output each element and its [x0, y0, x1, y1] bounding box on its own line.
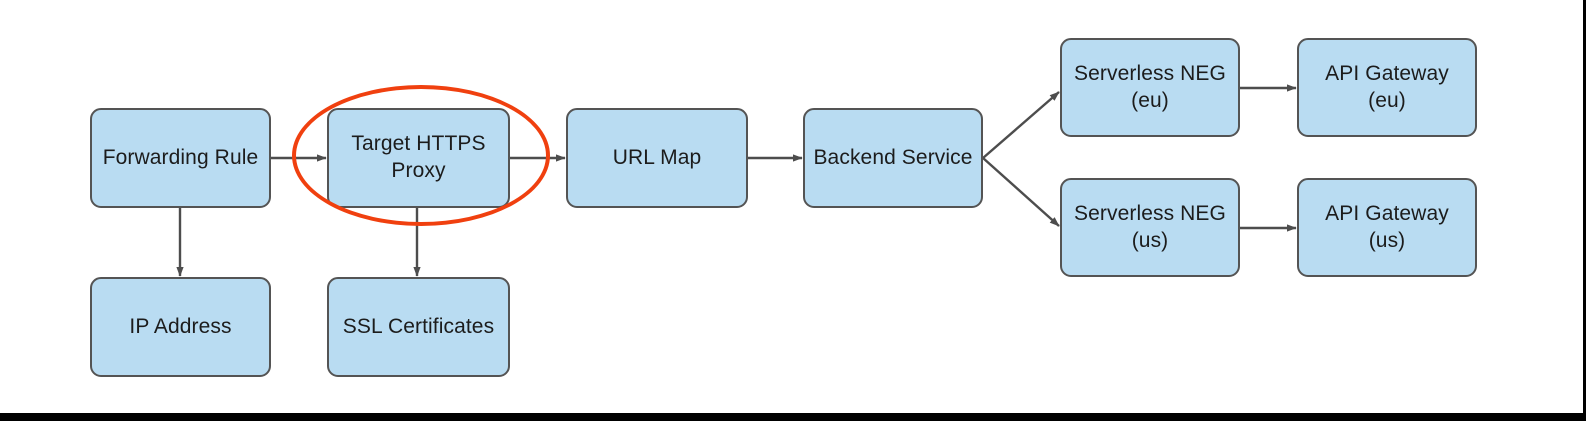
bottom-edge-bar: [0, 413, 1586, 421]
node-serverless-neg-us[interactable]: Serverless NEG (us): [1060, 178, 1240, 277]
node-api-gateway-eu[interactable]: API Gateway (eu): [1297, 38, 1477, 137]
node-ssl-certificates[interactable]: SSL Certificates: [327, 277, 510, 377]
node-ip-address[interactable]: IP Address: [90, 277, 271, 377]
right-edge-bar: [1583, 0, 1586, 421]
node-backend-service[interactable]: Backend Service: [803, 108, 983, 208]
node-forwarding-rule[interactable]: Forwarding Rule: [90, 108, 271, 208]
node-target-https-proxy[interactable]: Target HTTPS Proxy: [327, 108, 510, 208]
node-serverless-neg-eu[interactable]: Serverless NEG (eu): [1060, 38, 1240, 137]
node-api-gateway-us[interactable]: API Gateway (us): [1297, 178, 1477, 277]
edge-backend-service-to-serverless-neg-eu: [982, 91, 1060, 159]
node-url-map[interactable]: URL Map: [566, 108, 748, 208]
edge-backend-service-to-serverless-neg-us: [982, 157, 1060, 227]
